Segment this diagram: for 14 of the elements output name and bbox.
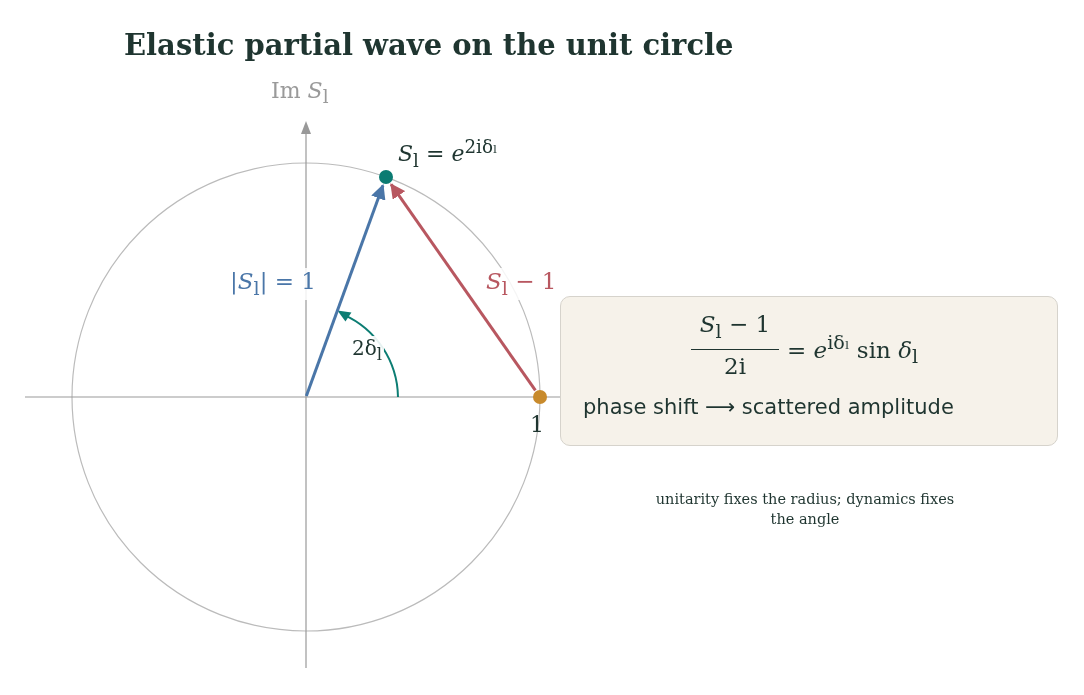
formula-text: = e$^{iδₗ}$ sin δ$_{l}$ bbox=[787, 331, 919, 369]
caption-text: phase shift ⟶ scattered amplitude bbox=[583, 395, 954, 419]
arrow bbox=[389, 183, 537, 392]
note-text: unitarity fixes the radius; dynamics fixes the angle bbox=[655, 490, 955, 529]
arrow bbox=[304, 184, 386, 397]
point-marker bbox=[533, 390, 547, 404]
fraction-numerator: S$_{l}$ − 1 bbox=[698, 311, 772, 343]
axis-label: Im S$_{l}$ bbox=[271, 78, 329, 108]
title: Elastic partial wave on the unit circle bbox=[124, 28, 734, 62]
point-label: S$_{l}$ = e$^{2iδₗ}$ bbox=[398, 136, 498, 171]
formula-box bbox=[560, 296, 1058, 446]
point-label: 1 bbox=[530, 412, 544, 437]
point-marker bbox=[379, 170, 393, 184]
fraction-denominator: 2i bbox=[723, 353, 747, 379]
